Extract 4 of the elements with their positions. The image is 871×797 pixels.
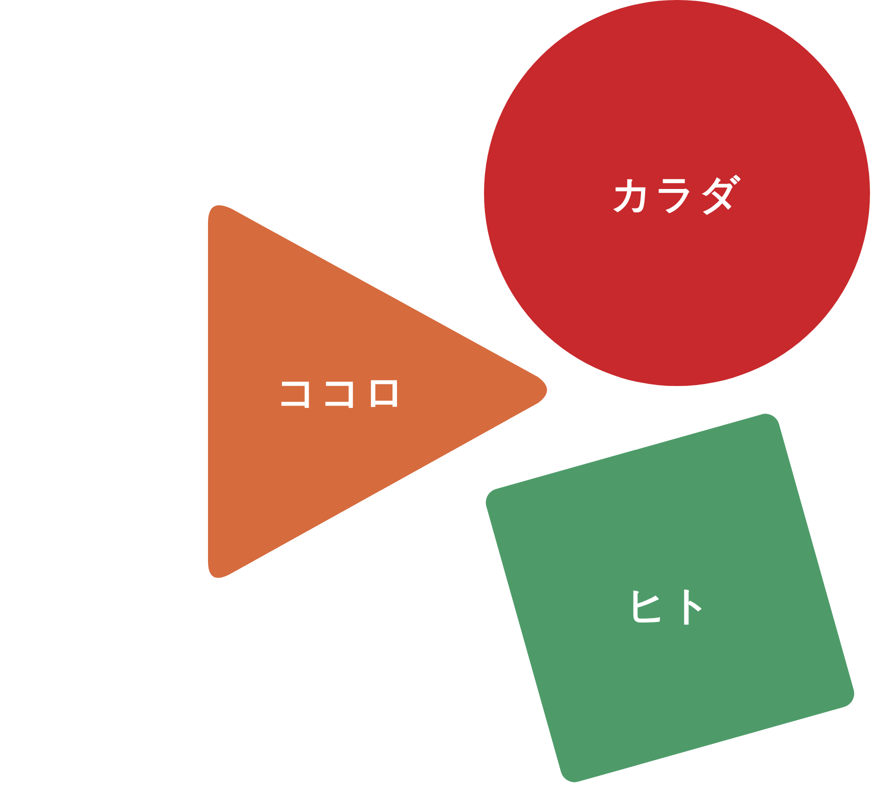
node-label: ヒト [626,586,714,626]
circle-node [484,0,870,386]
node-label: カラダ [611,175,743,215]
node-label: ココロ [276,373,408,413]
